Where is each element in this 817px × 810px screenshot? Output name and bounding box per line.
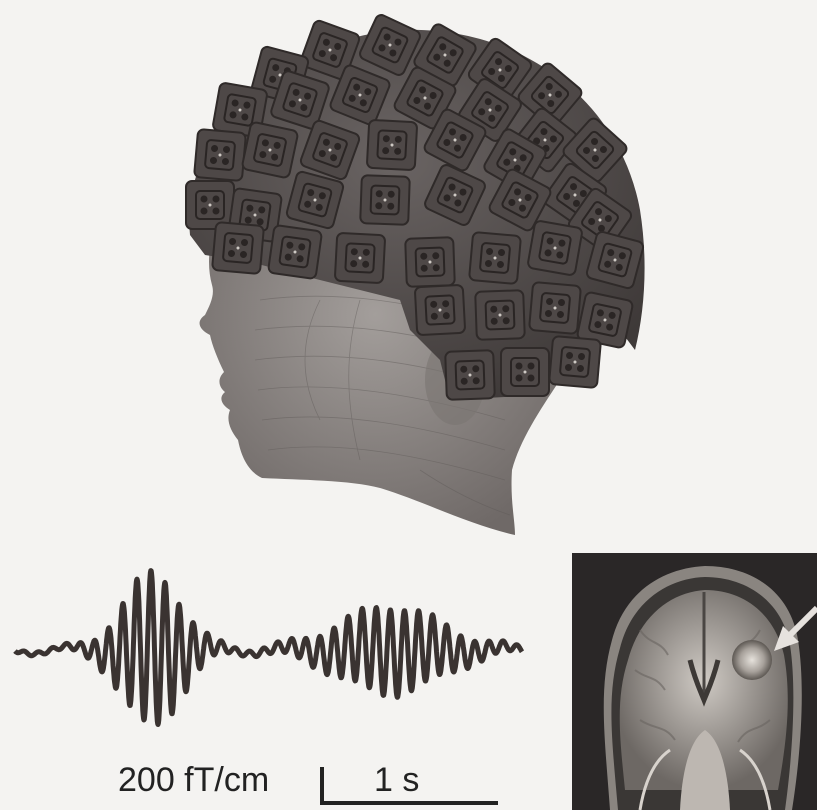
sensor-tile xyxy=(367,120,417,170)
sensor-tile xyxy=(527,220,583,276)
sensor-tile xyxy=(415,285,465,335)
sensor-tile xyxy=(469,232,521,284)
sensor-tile xyxy=(360,175,410,225)
meg-trace xyxy=(15,571,522,725)
sensor-tile xyxy=(268,225,322,279)
sensor-tile xyxy=(549,336,601,388)
sensor-tile xyxy=(475,290,525,340)
sensor-tile xyxy=(445,350,495,400)
sensor-tile xyxy=(194,129,246,181)
sensor-tile xyxy=(529,282,581,334)
amplitude-scale-label: 200 fT/cm xyxy=(118,763,269,797)
sensor-tile xyxy=(335,233,385,283)
time-scale-label: 1 s xyxy=(374,763,419,797)
sensor-tile xyxy=(242,122,299,179)
sensor-tile xyxy=(186,181,234,229)
sensor-tile xyxy=(405,237,455,287)
sensor-tile xyxy=(501,348,549,396)
mri-slice xyxy=(572,553,817,810)
sensor-tile xyxy=(212,222,264,274)
